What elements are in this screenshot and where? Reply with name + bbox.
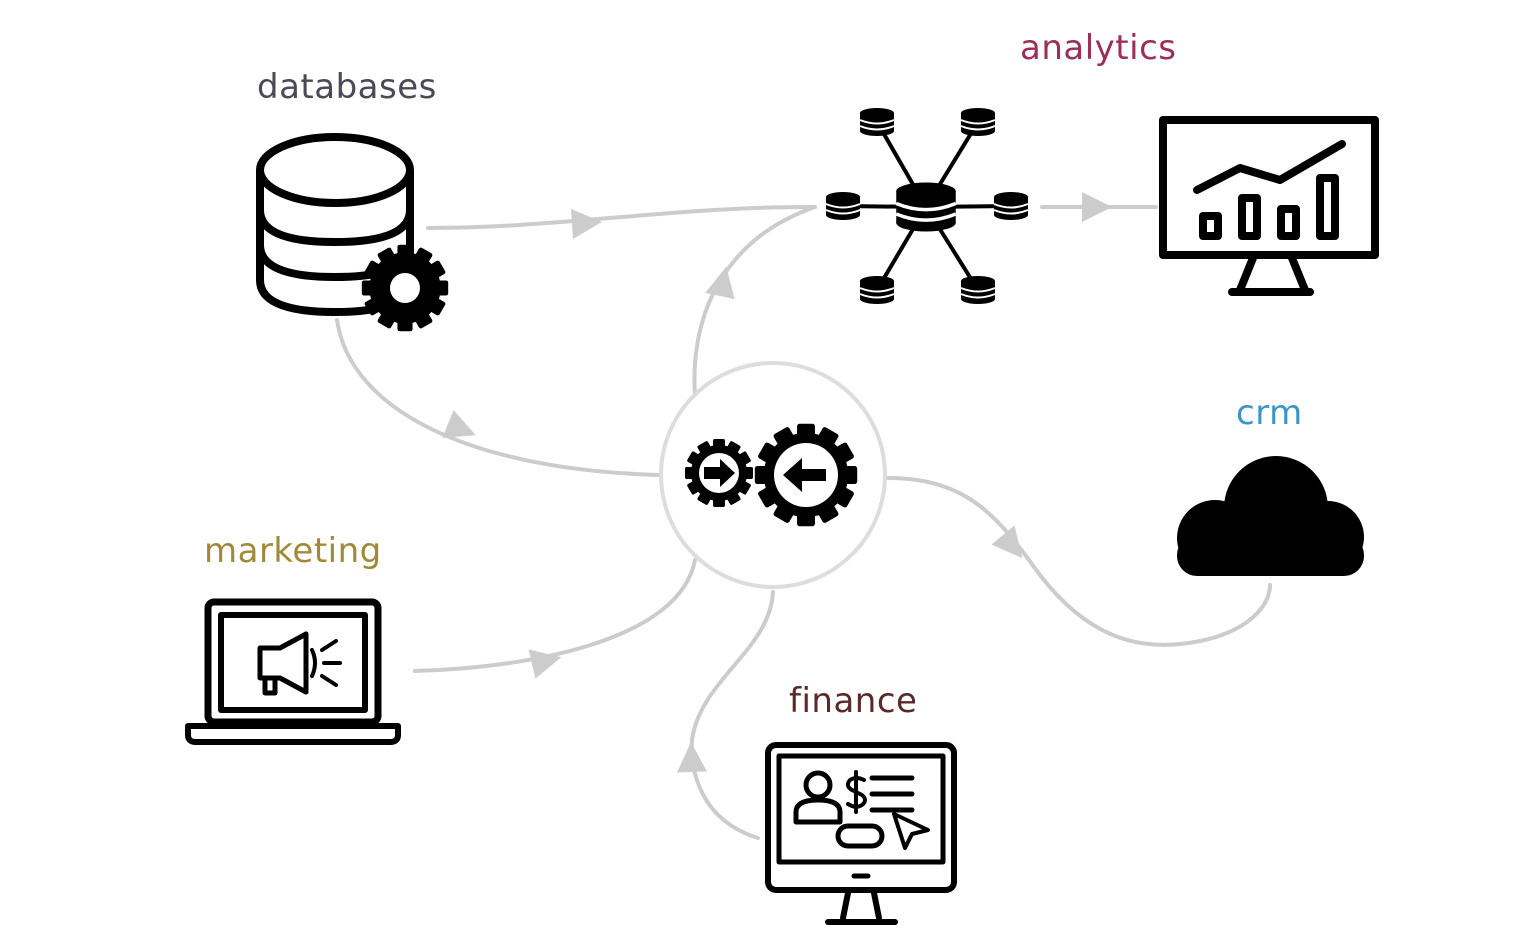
gears-sync-icon xyxy=(685,423,858,527)
arrow-marketing-hub xyxy=(528,649,562,679)
arrow-hub-analytics xyxy=(705,266,735,300)
database-network-icon xyxy=(825,107,1029,305)
label-finance: finance xyxy=(789,681,918,721)
arrow-analytics-monitor xyxy=(1082,192,1112,222)
monitor-chart-icon xyxy=(1159,116,1379,296)
connector-marketing-hub xyxy=(413,558,697,673)
database-gear-icon xyxy=(256,133,449,332)
hub-node xyxy=(659,361,887,589)
label-databases: databases xyxy=(257,67,437,107)
label-analytics: analytics xyxy=(1020,28,1177,68)
arrow-hub-crm xyxy=(991,525,1023,558)
arrow-finance-hub xyxy=(677,742,707,773)
label-crm: crm xyxy=(1236,393,1303,433)
connector-hub-crm xyxy=(886,476,1272,647)
label-marketing: marketing xyxy=(204,531,382,571)
connector-arrows xyxy=(442,192,1112,773)
connector-finance-hub xyxy=(689,590,775,840)
arrow-databases-hub xyxy=(442,410,476,438)
connector-databases-hub xyxy=(335,318,662,477)
laptop-megaphone-icon xyxy=(185,598,401,745)
monitor-invoice-icon xyxy=(765,742,957,925)
cloud-icon xyxy=(1177,456,1364,576)
arrow-databases-analytics xyxy=(570,209,602,239)
connector-databases-analytics xyxy=(426,204,817,230)
